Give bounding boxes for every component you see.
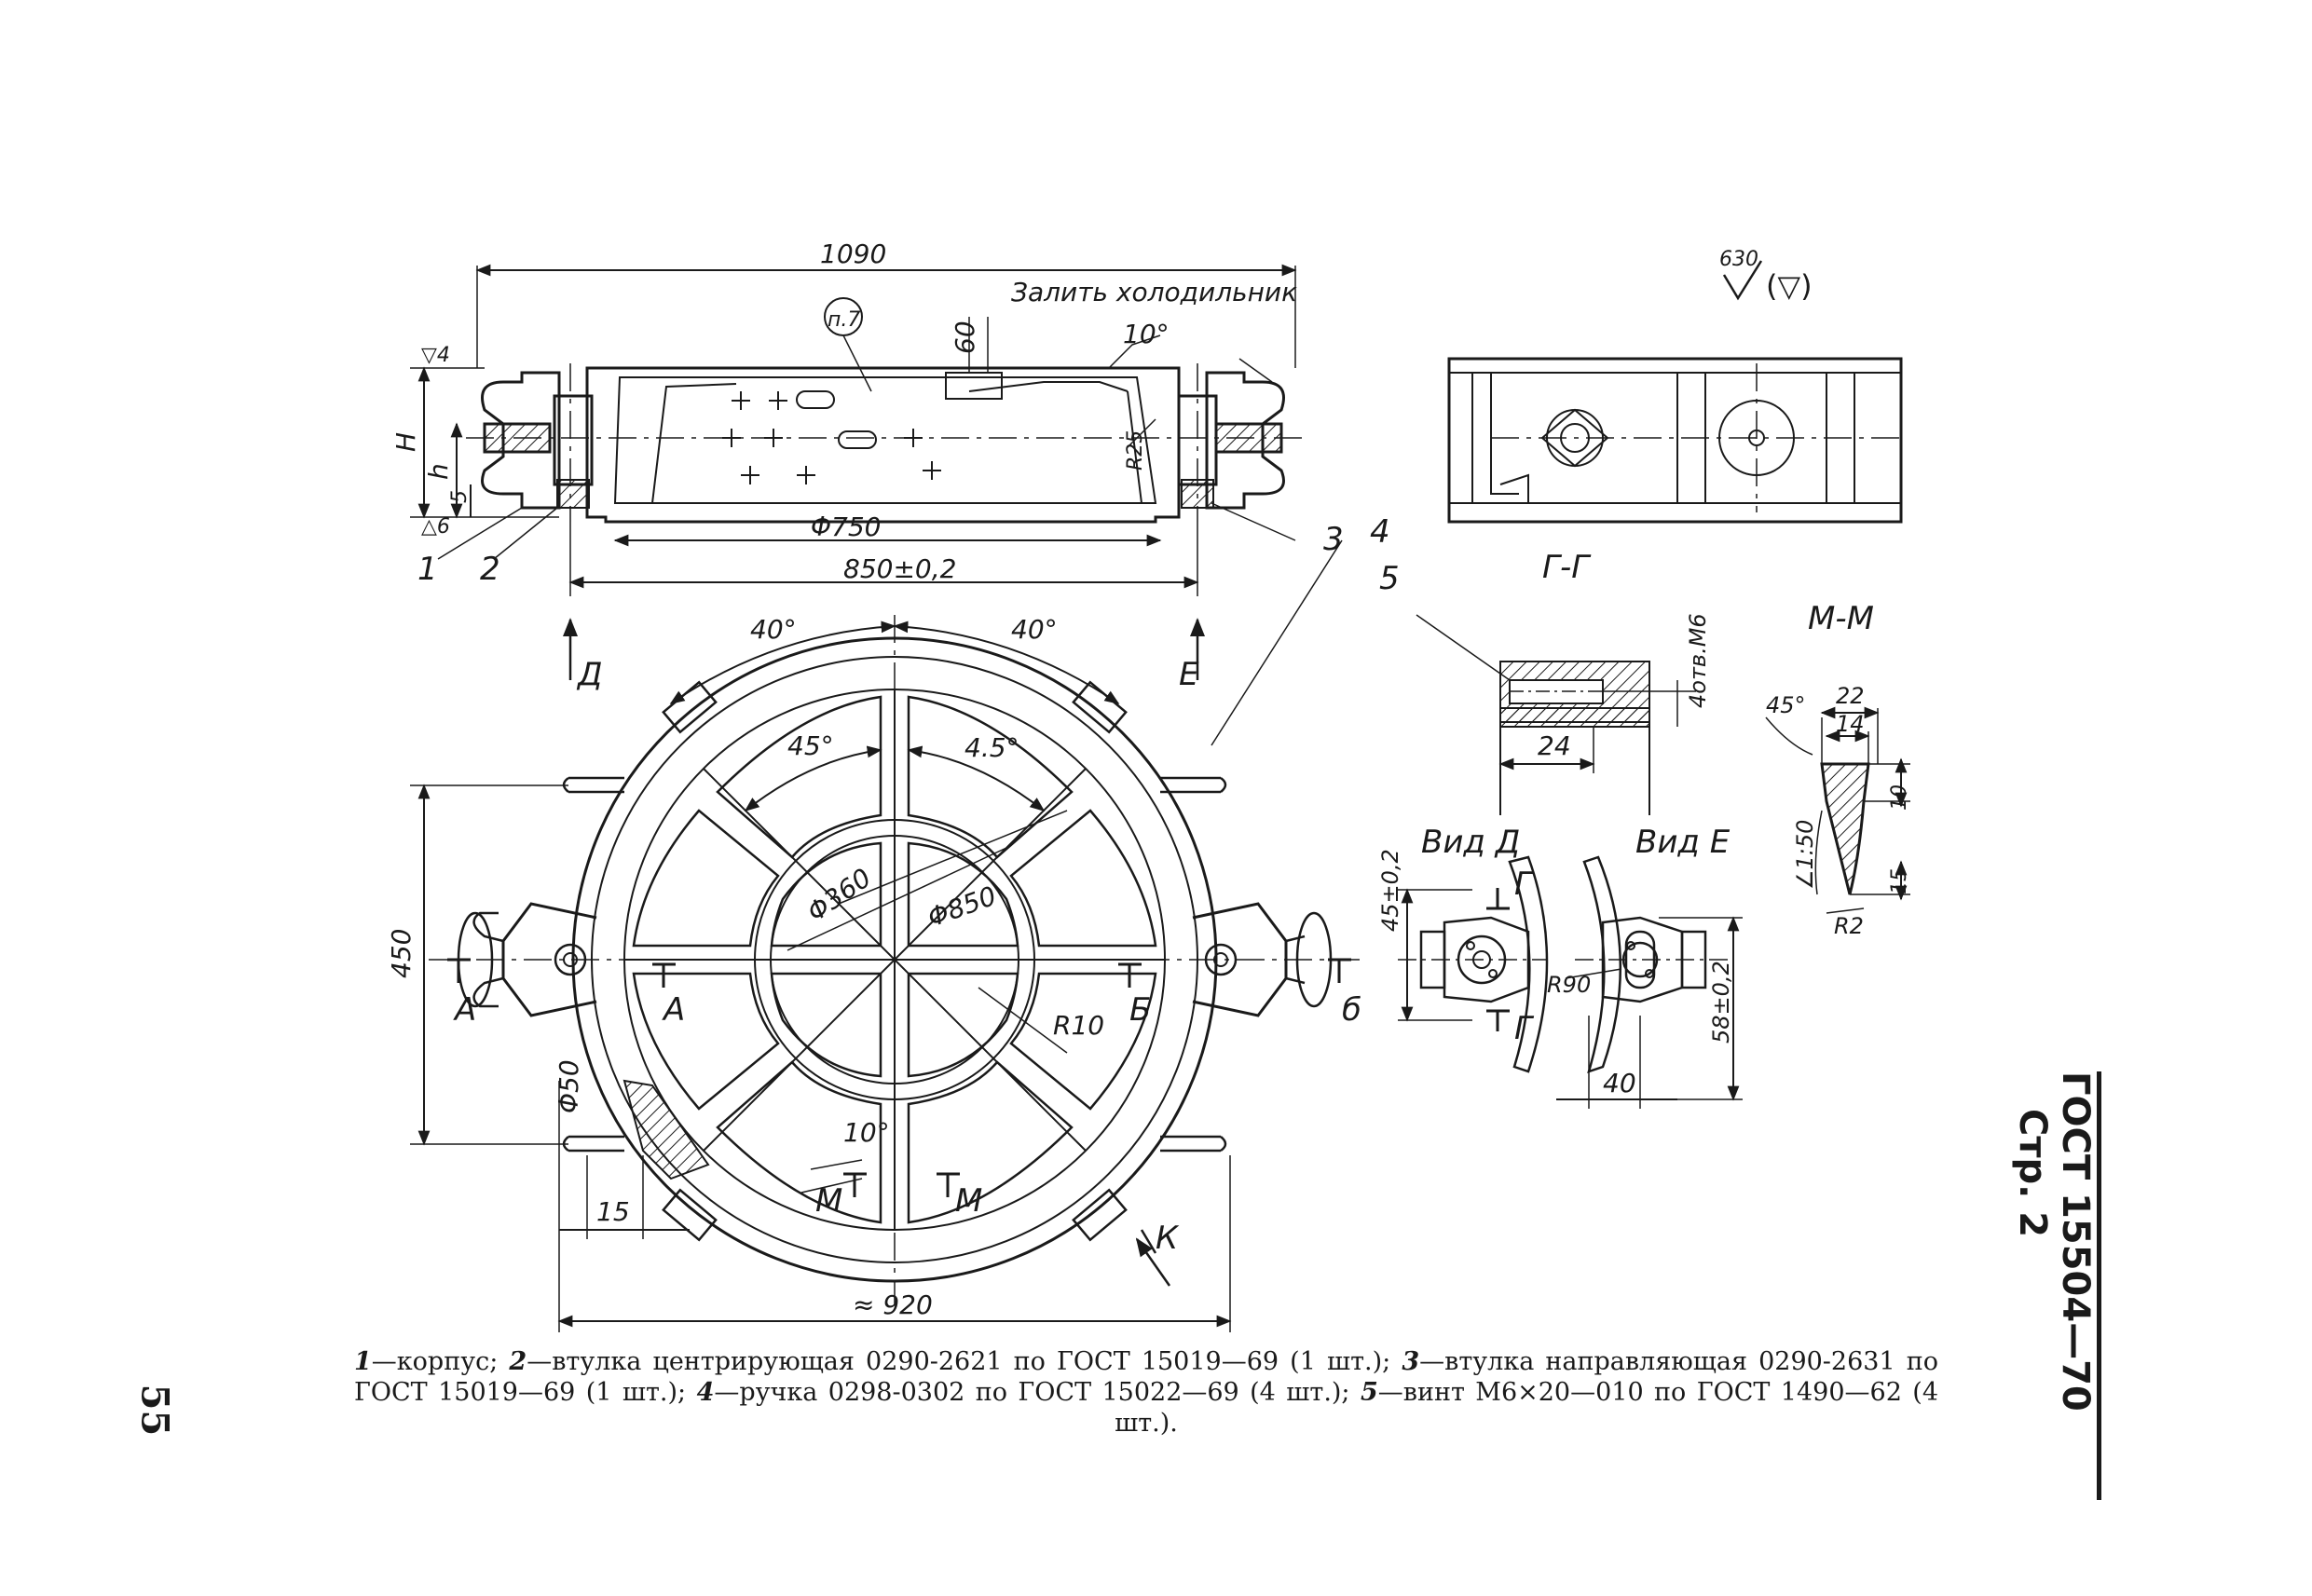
section-G-bottom: Г xyxy=(1514,1010,1535,1047)
dim-58: 58±0,2 xyxy=(1708,961,1734,1044)
caption-num-1: 1 xyxy=(354,1347,372,1376)
dim-24: 24 xyxy=(1538,730,1571,761)
roughness-6: △6 xyxy=(421,515,450,539)
dim-22: 22 xyxy=(1836,683,1865,709)
view-E-title: Вид Е xyxy=(1635,824,1731,861)
dim-10: 10 xyxy=(1888,784,1911,811)
part-number-4: 4 xyxy=(1370,513,1390,551)
caption-num-3: 3 xyxy=(1402,1347,1420,1376)
view-E-detail xyxy=(1556,855,1743,1109)
part-number-1: 1 xyxy=(417,551,438,588)
angle-10-plan: 10° xyxy=(843,1117,890,1148)
callout-n7: п.7 xyxy=(828,308,860,332)
dim-850: 850±0,2 xyxy=(843,553,956,584)
caption-text-2: —втулка центрирующая 0290-2621 по ГОСТ 1… xyxy=(527,1347,1402,1376)
note-pour-chiller: Залить холодильник xyxy=(1011,277,1297,307)
diameter-360: Φ360 xyxy=(801,862,877,927)
gost-designation: ГОСТ 15504—70 xyxy=(2054,1071,2097,1412)
radius-r10: R10 xyxy=(1053,1010,1104,1041)
view-label-D: Д xyxy=(576,656,603,693)
roughness-mark: (▽) xyxy=(1766,268,1813,304)
diameter-50: Φ50 xyxy=(554,1059,584,1113)
section-GG-labels: Г-Г 4отв.М6 24 xyxy=(1538,549,1711,761)
view-label-E: Е xyxy=(1179,656,1199,693)
angle-10: 10° xyxy=(1123,319,1170,349)
dim-1090: 1090 xyxy=(820,239,886,269)
caption-text-3: —втулка направляющая 0290-2631 по ГОСТ 1… xyxy=(354,1347,1938,1407)
caption-text-1: —корпус; xyxy=(371,1347,510,1376)
section-view-labels: 1090 Залить холодильник п.7 60 10° H h 5… xyxy=(390,239,1400,693)
part-number-5: 5 xyxy=(1379,560,1400,597)
inner-cavity xyxy=(613,376,1157,504)
roughness-value: 630 xyxy=(1719,248,1758,271)
caption-num-4: 4 xyxy=(696,1378,715,1407)
caption-num-5: 5 xyxy=(1360,1378,1378,1407)
radius-r25: R25 xyxy=(1124,430,1147,471)
view-D-title: Вид Д xyxy=(1421,824,1520,861)
caption-text-5: —винт М6×20—010 по ГОСТ 1490—62 (4 шт.). xyxy=(1115,1378,1939,1438)
dim-920: ≈ 920 xyxy=(853,1289,933,1320)
diameter-750: Φ750 xyxy=(811,512,881,542)
caption-num-2: 2 xyxy=(509,1347,527,1376)
section-GG-title: Г-Г xyxy=(1542,549,1592,586)
gost-sidebar: ГОСТ 15504—70 Стр. 2 xyxy=(2011,1071,2101,1500)
section-label-A-left: А xyxy=(453,991,476,1029)
parts-caption: 1—корпус; 2—втулка центрирующая 0290-262… xyxy=(354,1346,1938,1439)
roughness-4: ▽4 xyxy=(421,344,450,367)
plan-view xyxy=(410,615,1361,1332)
section-label-M-right: М xyxy=(955,1182,982,1220)
section-MM-title: М-М xyxy=(1808,600,1874,637)
dim-450: 450 xyxy=(386,929,417,978)
part-number-2: 2 xyxy=(480,551,500,588)
dim-40: 40 xyxy=(1603,1068,1636,1098)
section-MM-labels: М-М 22 14 45° 10 ∠1:50 15 R2 xyxy=(1766,600,1911,939)
view-detail-labels: Вид Д 45±0,2 Г Г Вид Е R90 58±0,2 40 xyxy=(1377,824,1734,1098)
section-view xyxy=(410,264,1343,746)
section-label-B-right: б xyxy=(1342,991,1361,1029)
holes-note: 4отв.М6 xyxy=(1685,613,1711,708)
page-ref: Стр. 2 xyxy=(2011,1109,2054,1238)
surface-finish-symbol: 630 (▽) xyxy=(1719,248,1813,304)
dim-15: 15 xyxy=(596,1196,630,1227)
angle-45-right: 4.5° xyxy=(964,732,1019,763)
dim-60: 60 xyxy=(950,321,980,354)
page-number: 55 xyxy=(132,1384,177,1437)
angle-45-left: 45° xyxy=(787,730,834,761)
angle-45-MM: 45° xyxy=(1766,692,1806,718)
view-D-detail xyxy=(1398,855,1549,1073)
radius-r2: R2 xyxy=(1834,913,1864,939)
dim-H: H xyxy=(390,432,421,452)
view-label-K: К xyxy=(1156,1220,1180,1257)
body-outline xyxy=(585,366,1181,524)
dim-14: 14 xyxy=(1836,711,1865,737)
dim-5: 5 xyxy=(448,490,472,503)
taper-note: ∠1:50 xyxy=(1792,820,1818,890)
dim-15-MM: 15 xyxy=(1888,868,1911,894)
section-GG xyxy=(1416,614,1696,815)
side-view xyxy=(1447,357,1903,524)
angle-40-left: 40° xyxy=(750,614,797,645)
part-number-3: 3 xyxy=(1323,521,1344,558)
caption-text-4: —ручка 0298-0302 по ГОСТ 15022—69 (4 шт.… xyxy=(714,1378,1361,1407)
right-handle-boss xyxy=(1205,371,1285,510)
section-G-top: Г xyxy=(1514,866,1535,903)
radius-r90: R90 xyxy=(1547,972,1591,998)
section-MM xyxy=(1765,706,1910,914)
section-label-M-left: М xyxy=(815,1182,842,1220)
section-label-A-inner: А xyxy=(662,991,685,1029)
section-label-B-left: Б xyxy=(1129,991,1151,1029)
dim-45: 45±0,2 xyxy=(1377,849,1403,932)
angle-40-right: 40° xyxy=(1011,614,1058,645)
diameter-850: Φ850 xyxy=(923,880,1000,934)
dim-h: h xyxy=(423,463,454,480)
